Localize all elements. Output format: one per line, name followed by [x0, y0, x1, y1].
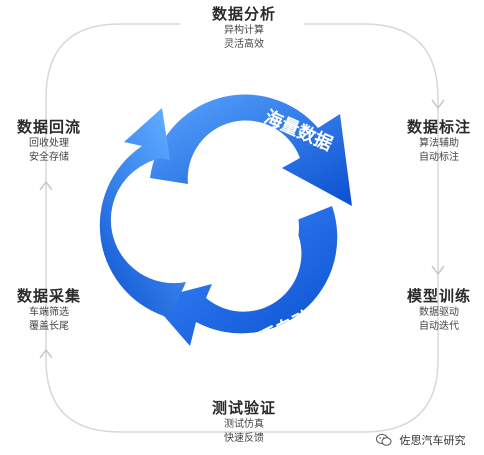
node-line: 覆盖长尾: [29, 321, 69, 332]
node-title: 数据采集: [16, 287, 81, 305]
node-title: 数据标注: [406, 118, 471, 136]
node-line: 灵活高效: [224, 39, 264, 50]
node-testing-validation: 测试验证 测试仿真 快速反馈: [189, 398, 299, 446]
watermark-text: 佐思汽车研究: [399, 434, 466, 447]
node-line: 车端筛选: [29, 307, 69, 318]
node-data-analysis: 数据分析 异构计算 灵活高效: [189, 4, 299, 52]
ring-label-left: 数据驱动: [134, 200, 181, 271]
node-line: 回收处理: [29, 138, 69, 149]
node-line: 测试仿真: [224, 419, 264, 430]
node-data-labeling: 数据标注 算法辅助 自动标注: [384, 117, 484, 165]
ring-arrow-left: [99, 108, 186, 318]
node-line: 自动迭代: [419, 321, 459, 332]
ring-hole: [187, 171, 299, 283]
node-line: 自动标注: [419, 152, 459, 163]
node-model-training: 模型训练 数据驱动 自动迭代: [384, 286, 484, 334]
node-title: 测试验证: [211, 399, 276, 417]
node-line: 快速反馈: [224, 433, 264, 444]
loop-arrowhead-right: [431, 99, 445, 110]
loop-arrowhead-left: [39, 348, 53, 359]
ring-arrow-bottom: [150, 206, 338, 346]
ring-arrow-top: [150, 94, 352, 206]
outer-loop-line: [45, 23, 439, 433]
node-title: 数据回流: [16, 118, 81, 136]
loop-arrowhead-right-lower: [431, 265, 445, 276]
node-data-backflow: 数据回流 回收处理 安全存储: [0, 117, 104, 165]
node-line: 算法辅助: [419, 138, 459, 149]
node-line: 异构计算: [224, 25, 264, 36]
node-line: 数据驱动: [419, 307, 459, 318]
node-title: 数据分析: [211, 5, 276, 23]
node-title: 模型训练: [406, 287, 471, 305]
loop-arrowhead-left-upper: [39, 180, 53, 191]
node-line: 安全存储: [29, 152, 69, 163]
watermark: 佐思汽车研究: [376, 432, 466, 450]
node-data-collection: 数据采集 车端筛选 覆盖长尾: [0, 286, 104, 334]
wechat-icon: [376, 433, 392, 450]
